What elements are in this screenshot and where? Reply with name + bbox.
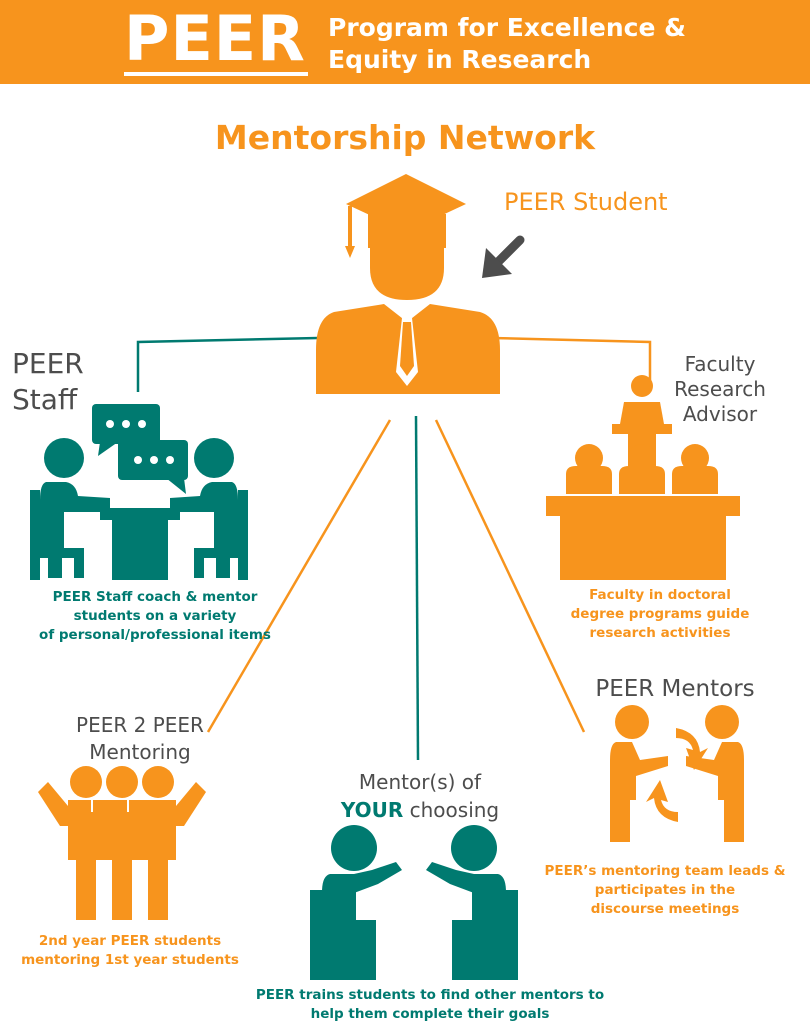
staff-label: PEER Staff	[12, 346, 84, 418]
connector-choosing	[414, 415, 420, 761]
faculty-description-line1: Faculty in doctoral	[589, 587, 731, 603]
program-name-line1: Program for Excellence &	[328, 13, 686, 42]
seated-conversation-icon	[310, 825, 518, 980]
staff-description-line3: of personal/professional items	[39, 627, 271, 643]
staff-meeting-icon	[30, 404, 248, 580]
mentors-description-line2: participates in the	[594, 882, 736, 898]
choosing-label-rest: choosing	[403, 798, 500, 822]
choosing-description: PEER trains students to find other mento…	[210, 986, 650, 1024]
choosing-label-emph: YOUR	[340, 798, 404, 822]
choosing-description-line2: help them complete their goals	[310, 1006, 550, 1022]
choosing-label: Mentor(s) of YOUR choosing	[300, 768, 540, 824]
staff-description-line1: PEER Staff coach & mentor	[52, 589, 258, 605]
peer-logo: PEER	[124, 2, 306, 75]
peer2peer-description-line1: 2nd year PEER students	[38, 933, 222, 949]
faculty-label-line3: Advisor	[682, 402, 758, 426]
program-name-line2: Equity in Research	[328, 45, 592, 74]
choosing-label-line2: YOUR choosing	[300, 796, 540, 824]
mentors-label: PEER Mentors	[595, 676, 755, 702]
mentor-exchange-icon	[610, 705, 744, 842]
page-title: Mentorship Network	[214, 118, 596, 157]
student-label: PEER Student	[504, 188, 668, 216]
staff-description: PEER Staff coach & mentor students on a …	[10, 588, 300, 645]
faculty-lecture-icon	[546, 375, 740, 580]
header-banner: PEER Program for Excellence & Equity in …	[0, 0, 810, 84]
connector-mentors	[434, 419, 586, 733]
peer-group-icon	[38, 766, 206, 920]
choosing-description-line1: PEER trains students to find other mento…	[255, 987, 605, 1003]
pointer-arrow-icon	[482, 235, 525, 278]
choosing-label-line1: Mentor(s) of	[358, 770, 482, 794]
peer2peer-label-line1: PEER 2 PEER	[76, 713, 204, 737]
mentors-description-line1: PEER’s mentoring team leads &	[544, 863, 786, 879]
connector-staff	[136, 336, 319, 392]
program-name: Program for Excellence & Equity in Resea…	[328, 12, 686, 76]
peer2peer-description-line2: mentoring 1st year students	[21, 952, 239, 968]
peer2peer-label: PEER 2 PEER Mentoring	[40, 712, 240, 766]
staff-description-line2: students on a variety	[73, 608, 237, 624]
faculty-label-line1: Faculty	[684, 352, 756, 376]
connector-peer2peer	[206, 419, 392, 733]
peer2peer-description: 2nd year PEER students mentoring 1st yea…	[10, 932, 250, 970]
faculty-description-line3: research activities	[589, 625, 731, 641]
staff-label-line1: PEER	[12, 347, 84, 380]
connector-lines	[136, 336, 652, 761]
staff-label-line2: Staff	[12, 383, 78, 416]
connector-faculty	[491, 336, 652, 382]
peer2peer-label-line2: Mentoring	[89, 740, 191, 764]
faculty-description: Faculty in doctoral degree programs guid…	[540, 586, 780, 643]
faculty-label: Faculty Research Advisor	[650, 352, 790, 427]
faculty-label-line2: Research	[674, 377, 766, 401]
mentors-description-line3: discourse meetings	[590, 901, 740, 917]
faculty-description-line2: degree programs guide	[570, 606, 750, 622]
mentors-description: PEER’s mentoring team leads & participat…	[520, 862, 810, 919]
graduate-student-icon	[316, 174, 500, 394]
logo-underline	[124, 72, 308, 76]
